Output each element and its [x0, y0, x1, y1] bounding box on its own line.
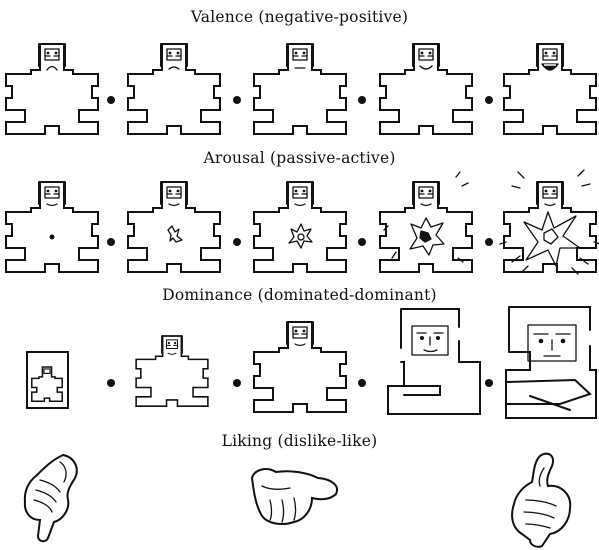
dominance-title: Dominance (dominated-dominant): [162, 286, 437, 304]
separator-dot: [107, 238, 115, 246]
separator-dot: [358, 238, 366, 246]
valence-level-3: [253, 43, 347, 135]
thumbs-sideways-icon: [250, 468, 338, 525]
valence-level-5: [503, 43, 597, 135]
separator-dot: [485, 96, 493, 104]
separator-dot: [107, 96, 115, 104]
separator-dot: [233, 238, 241, 246]
dominance-level-5: [505, 306, 597, 419]
valence-level-1: [5, 43, 99, 135]
arousal-title: Arousal (passive-active): [203, 149, 396, 167]
valence-row: [5, 43, 597, 135]
liking-title: Liking (dislike-like): [221, 432, 378, 450]
arousal-level-5: [499, 169, 599, 275]
separator-dot: [107, 379, 115, 387]
liking-row: [23, 452, 572, 548]
arousal-row: [5, 169, 599, 275]
separator-dot: [485, 238, 493, 246]
arousal-level-4: [379, 171, 473, 273]
separator-dot: [233, 96, 241, 104]
thumbs-down-icon: [23, 453, 78, 543]
arousal-level-2: [127, 181, 221, 273]
valence-level-2: [127, 43, 221, 135]
separator-dot: [485, 379, 493, 387]
dominance-level-3: [253, 321, 347, 413]
separator-dot: [358, 379, 366, 387]
arousal-level-3: [253, 181, 347, 273]
dominance-level-4: [387, 308, 481, 415]
dominance-level-2: [135, 335, 209, 407]
valence-level-4: [379, 43, 473, 135]
separator-dot: [233, 379, 241, 387]
dominance-row: [26, 306, 597, 419]
thumbs-up-icon: [511, 452, 572, 548]
dominance-level-1: [26, 351, 69, 409]
separator-dot: [358, 96, 366, 104]
valence-title: Valence (negative-positive): [190, 8, 409, 26]
arousal-level-1: [5, 181, 99, 273]
